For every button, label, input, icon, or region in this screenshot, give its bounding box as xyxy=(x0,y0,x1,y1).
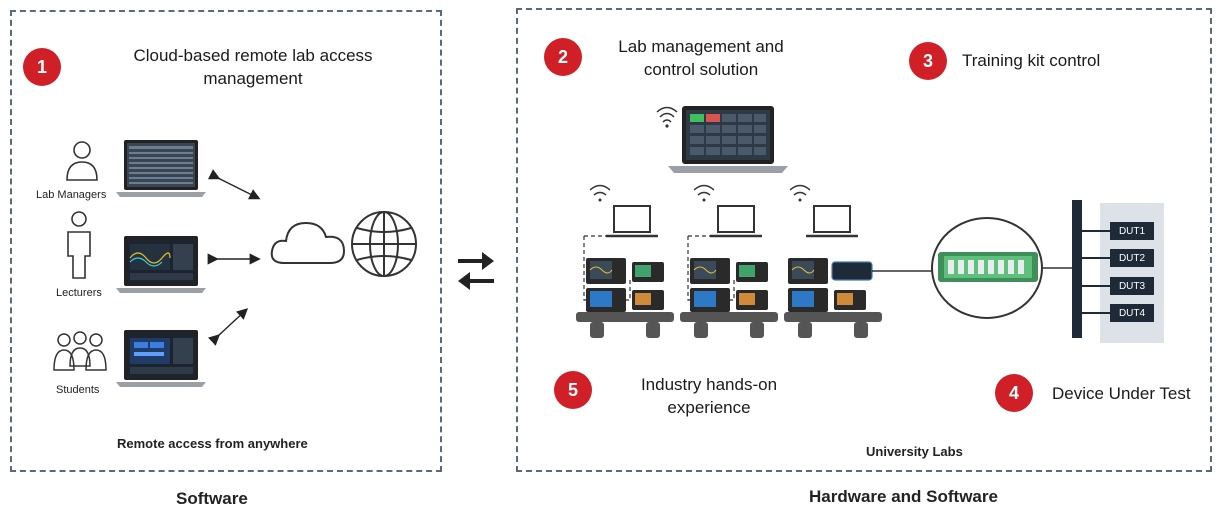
students-icon xyxy=(53,331,107,371)
lab-bench-3 xyxy=(784,184,882,338)
device-under-test-heading: Device Under Test xyxy=(1052,384,1191,403)
caption-software: Software xyxy=(176,489,248,508)
dut-4: DUT4 xyxy=(1110,304,1154,322)
role-label-lecturers: Lecturers xyxy=(56,287,102,299)
exchange-arrows-icon xyxy=(458,252,494,290)
lab-bench-2 xyxy=(680,184,778,338)
dut-3: DUT3 xyxy=(1110,277,1154,295)
step-badge-5: 5 xyxy=(554,371,592,409)
step-badge-3: 3 xyxy=(909,42,947,80)
role-label-students: Students xyxy=(56,384,100,396)
laptop-lab-manager-dashboard xyxy=(116,140,206,197)
hardware-panel xyxy=(516,8,1212,472)
dut-1: DUT1 xyxy=(1110,222,1154,240)
industry-experience-heading: Industry hands-on experience xyxy=(640,375,778,417)
lab-manager-icon xyxy=(66,141,98,181)
lab-management-heading: Lab management and control solution xyxy=(618,37,784,79)
laptop-lab-control xyxy=(668,106,788,173)
step-badge-1: 1 xyxy=(23,48,61,86)
lecturer-icon xyxy=(67,211,91,279)
training-kit-board xyxy=(931,217,1043,319)
step-badge-4: 4 xyxy=(995,374,1033,412)
cloud-access-heading: Cloud-based remote lab access management xyxy=(133,46,373,88)
step-badge-2: 2 xyxy=(544,38,582,76)
lab-bench-1 xyxy=(576,184,674,338)
caption-hardware-software: Hardware and Software xyxy=(809,487,998,506)
hardware-panel-footer: University Labs xyxy=(866,444,963,459)
dut-2: DUT2 xyxy=(1110,249,1154,267)
laptop-student-instrument xyxy=(116,330,206,387)
training-kit-heading: Training kit control xyxy=(962,51,1101,70)
role-label-lab-managers: Lab Managers xyxy=(36,189,107,201)
laptop-lecturer-instrument xyxy=(116,236,206,293)
software-panel xyxy=(10,10,442,472)
cloud-icon xyxy=(270,221,346,264)
software-panel-footer: Remote access from anywhere xyxy=(117,436,308,451)
wifi-icon xyxy=(656,106,678,128)
dut-bus xyxy=(1072,200,1110,338)
globe-icon xyxy=(351,211,417,277)
